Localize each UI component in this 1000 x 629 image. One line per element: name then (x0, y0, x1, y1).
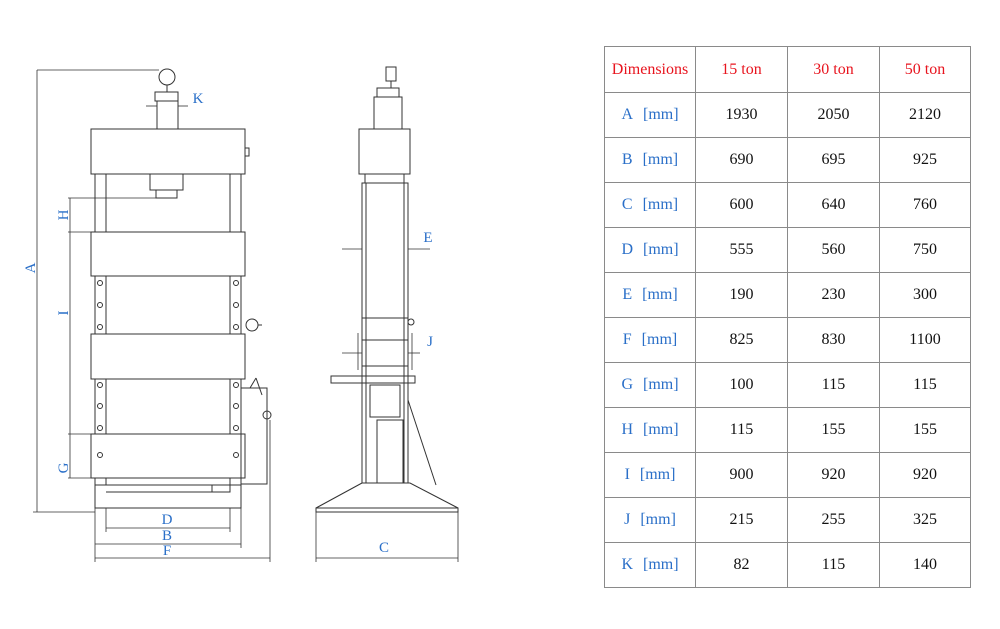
dimension-letter: E (622, 286, 633, 303)
value-cell: 2120 (879, 92, 971, 138)
dimension-label-cell: G [mm] (604, 362, 696, 408)
value-cell: 920 (879, 452, 971, 498)
dimension-letter: G (621, 376, 633, 393)
label-C: C (379, 540, 389, 556)
label-E: E (423, 230, 432, 246)
front-view (33, 68, 272, 562)
value-cell: 560 (787, 227, 880, 273)
label-I: I (56, 311, 72, 316)
dimension-letter: D (621, 241, 633, 258)
dimension-letter: F (622, 331, 632, 348)
value-cell: 300 (879, 272, 971, 318)
dimension-label-cell: A [mm] (604, 92, 696, 138)
value-cell: 830 (787, 317, 880, 363)
value-cell: 1100 (879, 317, 971, 363)
dimension-unit: [mm] (643, 241, 679, 258)
value-cell: 2050 (787, 92, 880, 138)
dimension-letter: H (621, 421, 633, 438)
value-cell: 920 (787, 452, 880, 498)
value-cell: 695 (787, 137, 880, 183)
side-view (315, 66, 459, 562)
value-cell: 325 (879, 497, 971, 543)
value-cell: 115 (787, 362, 880, 408)
dimension-unit: [mm] (641, 331, 678, 348)
label-B: B (162, 528, 172, 544)
value-cell: 155 (787, 407, 880, 453)
dimension-label-cell: F [mm] (604, 317, 696, 363)
dimension-letter: C (621, 196, 633, 213)
dimension-unit: [mm] (643, 106, 679, 123)
label-H: H (56, 209, 72, 220)
value-cell: 825 (695, 317, 788, 363)
dimension-letter: K (621, 556, 633, 573)
value-cell: 750 (879, 227, 971, 273)
dimension-letter: A (621, 106, 633, 123)
dimension-label-cell: C [mm] (604, 182, 696, 228)
value-cell: 760 (879, 182, 971, 228)
value-cell: 115 (879, 362, 971, 408)
value-cell: 1930 (695, 92, 788, 138)
dimension-unit: [mm] (643, 421, 679, 438)
dimension-label-cell: E [mm] (604, 272, 696, 318)
press-dimension-drawing: A H I G K D B F E J C (23, 66, 459, 562)
value-cell: 190 (695, 272, 788, 318)
header-30-ton: 30 ton (787, 46, 880, 93)
dimension-letter: I (624, 466, 630, 483)
dimension-label-cell: D [mm] (604, 227, 696, 273)
value-cell: 900 (695, 452, 788, 498)
value-cell: 255 (787, 497, 880, 543)
value-cell: 215 (695, 497, 788, 543)
label-D: D (162, 512, 173, 528)
dimension-letter: J (624, 511, 631, 528)
label-K: K (193, 91, 204, 107)
value-cell: 82 (695, 542, 788, 588)
dimension-label-cell: J [mm] (604, 497, 696, 543)
dimension-unit: [mm] (642, 196, 679, 213)
dimension-unit: [mm] (639, 466, 676, 483)
label-J: J (427, 334, 433, 350)
label-A: A (23, 262, 39, 273)
dimension-label-cell: H [mm] (604, 407, 696, 453)
dimension-letter: B (621, 151, 633, 168)
value-cell: 230 (787, 272, 880, 318)
header-15-ton: 15 ton (695, 46, 788, 93)
dimension-unit: [mm] (643, 556, 679, 573)
label-G: G (56, 462, 72, 473)
value-cell: 690 (695, 137, 788, 183)
dimension-label-cell: B [mm] (604, 137, 696, 183)
value-cell: 555 (695, 227, 788, 273)
header-dimensions: Dimensions (604, 46, 696, 93)
dimension-label-cell: I [mm] (604, 452, 696, 498)
dimension-unit: [mm] (643, 376, 679, 393)
table-header-row: Dimensions 15 ton 30 ton 50 ton (604, 46, 971, 93)
dimensions-table: Dimensions 15 ton 30 ton 50 ton A [mm] 193… (604, 46, 971, 588)
dimension-label-cell: K [mm] (604, 542, 696, 588)
value-cell: 140 (879, 542, 971, 588)
header-50-ton: 50 ton (879, 46, 971, 93)
value-cell: 115 (695, 407, 788, 453)
dimension-unit: [mm] (642, 286, 678, 303)
label-F: F (163, 543, 171, 559)
value-cell: 925 (879, 137, 971, 183)
value-cell: 600 (695, 182, 788, 228)
value-cell: 640 (787, 182, 880, 228)
dimension-unit: [mm] (642, 151, 679, 168)
dimension-unit: [mm] (640, 511, 676, 528)
value-cell: 155 (879, 407, 971, 453)
value-cell: 100 (695, 362, 788, 408)
value-cell: 115 (787, 542, 880, 588)
